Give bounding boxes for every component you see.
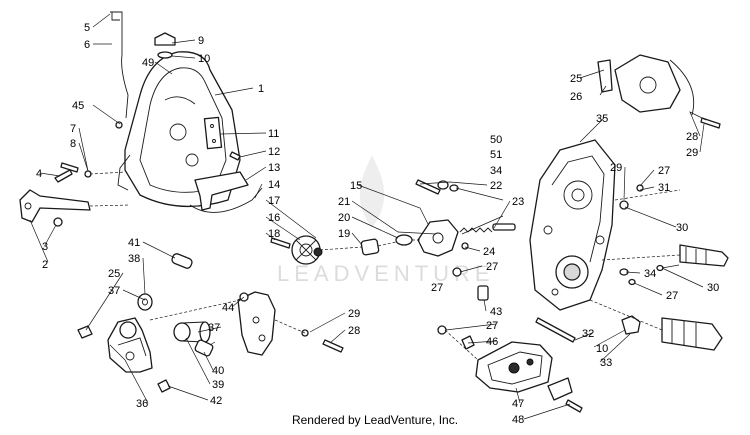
callout-48: 48 <box>512 414 524 426</box>
callout-16: 16 <box>268 212 280 224</box>
callout-42: 42 <box>210 395 222 407</box>
callout-7: 7 <box>70 123 76 135</box>
callout-13: 13 <box>268 162 280 174</box>
callout-32: 32 <box>582 328 594 340</box>
callout-14: 14 <box>268 179 280 191</box>
callout-2: 2 <box>42 259 48 271</box>
callout-5: 5 <box>84 22 90 34</box>
callout-29-left: 29 <box>348 308 360 320</box>
callout-37-left: 37 <box>108 285 120 297</box>
callout-33: 33 <box>600 357 612 369</box>
leader-lines <box>29 13 707 420</box>
callout-36: 36 <box>136 398 148 410</box>
chaincase-cover-group <box>19 11 263 227</box>
callout-21: 21 <box>338 196 350 208</box>
callout-11: 11 <box>268 128 279 140</box>
callout-28-right: 28 <box>686 131 698 143</box>
callout-23: 23 <box>512 196 524 208</box>
callout-34-top: 34 <box>490 165 502 177</box>
callout-25-left: 25 <box>108 268 120 280</box>
callout-38: 38 <box>128 253 140 265</box>
callout-27-d: 27 <box>666 290 678 302</box>
callout-17: 17 <box>268 195 280 207</box>
center-fitting-group <box>270 179 516 265</box>
callout-27-b: 27 <box>486 320 498 332</box>
gearcase-housing-group <box>437 54 729 351</box>
callout-6: 6 <box>84 39 90 51</box>
callout-43: 43 <box>490 306 502 318</box>
callout-9: 9 <box>198 35 204 47</box>
callout-10-top: 10 <box>198 53 210 65</box>
callout-39: 39 <box>212 379 224 391</box>
callout-50: 50 <box>490 134 502 146</box>
callout-31: 31 <box>658 182 670 194</box>
callout-8: 8 <box>70 138 76 150</box>
callout-47: 47 <box>512 398 524 410</box>
callout-30-top: 30 <box>676 222 688 234</box>
callout-28-left: 28 <box>348 325 360 337</box>
watermark-text: LEADVENTURE <box>277 261 495 286</box>
callout-35: 35 <box>596 113 608 125</box>
callout-27-c: 27 <box>658 165 670 177</box>
callout-26: 26 <box>570 91 582 103</box>
callout-40: 40 <box>212 365 224 377</box>
callout-19: 19 <box>338 228 350 240</box>
callout-24: 24 <box>483 246 495 258</box>
callout-27-a: 27 <box>486 261 498 273</box>
callout-30-bottom: 30 <box>707 282 719 294</box>
callout-49: 49 <box>142 57 154 69</box>
oil-pump-group <box>437 325 583 413</box>
chain-tensioner-group <box>77 253 344 393</box>
callout-29-right: 29 <box>686 147 698 159</box>
callout-labels: 1 2 3 4 5 6 7 8 9 10 10 11 12 13 14 15 1… <box>36 22 719 426</box>
callout-25-right: 25 <box>570 73 582 85</box>
callout-37-right: 37 <box>208 322 220 334</box>
callout-44: 44 <box>222 302 234 314</box>
footer-credit: Rendered by LeadVenture, Inc. <box>291 413 459 427</box>
callout-1: 1 <box>258 83 264 95</box>
callout-41: 41 <box>128 237 140 249</box>
callout-18: 18 <box>268 228 280 240</box>
callout-15: 15 <box>350 180 362 192</box>
callout-34-mid: 34 <box>644 268 656 280</box>
callout-22: 22 <box>490 180 502 192</box>
callout-46: 46 <box>486 336 498 348</box>
callout-29-mid: 29 <box>610 162 622 174</box>
callout-20: 20 <box>338 212 350 224</box>
callout-3: 3 <box>42 241 48 253</box>
callout-51: 51 <box>490 149 502 161</box>
callout-12: 12 <box>268 146 280 158</box>
leadventure-watermark: LEADVENTURE <box>277 155 495 286</box>
callout-4: 4 <box>36 168 42 180</box>
callout-27-e: 27 <box>431 282 443 294</box>
callout-45: 45 <box>72 100 84 112</box>
callout-10-right: 10 <box>596 343 608 355</box>
